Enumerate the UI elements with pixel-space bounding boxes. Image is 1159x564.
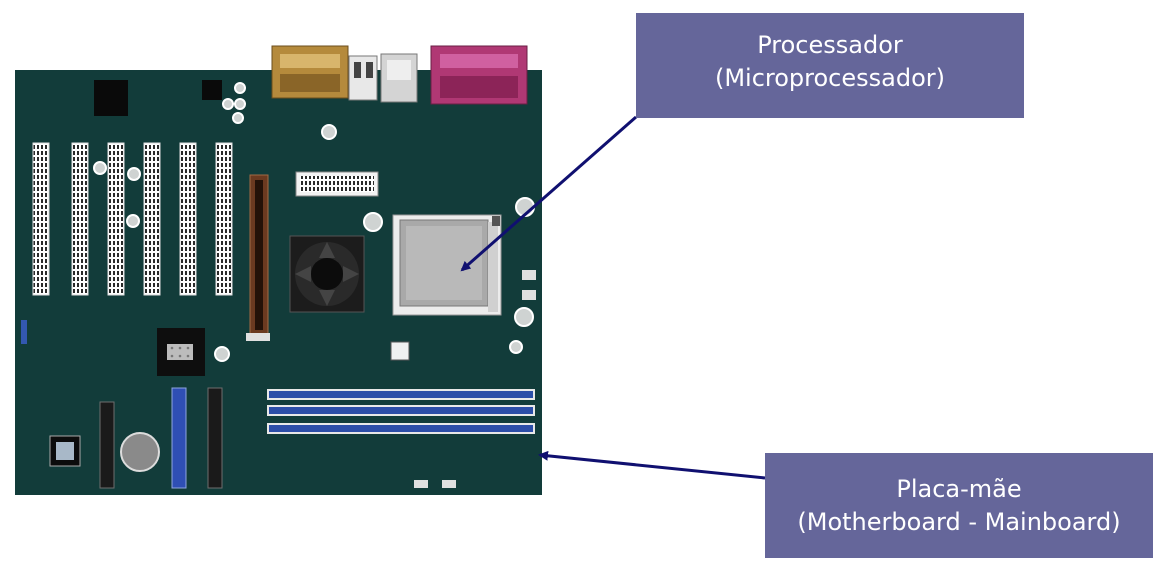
parallel-port [430,45,528,105]
floppy-connector [207,387,223,489]
jumper [522,270,536,280]
agp-slot [246,174,270,341]
lan-port [380,53,418,103]
processor-sublabel: (Microprocessador) [714,63,946,92]
ide-connector-blue [171,387,187,489]
fan-header [414,480,428,488]
ide-connector [99,401,115,489]
motherboard-arrow [538,450,766,480]
atx-power-connector [295,171,379,197]
cmos-battery [120,432,160,472]
cpu-socket [392,214,502,316]
motherboard-label: Placa-mãe [896,474,1022,503]
processor-label: Processador [757,30,903,59]
jumper [522,290,536,300]
small-chip [202,80,222,100]
dimm-slots [267,389,535,434]
usb-port [348,55,378,101]
pci-slots [32,142,233,296]
power-connector-4pin [390,341,410,361]
fan-header [442,480,456,488]
bios-chip [94,80,128,116]
motherboard-sublabel: (Motherboard - Mainboard) [797,507,1121,536]
motherboard-callout: Placa-mãe (Motherboard - Mainboard) [765,453,1153,558]
processor-arrow [460,115,637,272]
header-pins [21,320,27,344]
chipset-fan [289,235,365,313]
serial-port [271,45,349,99]
mounting-holes [93,82,535,362]
processor-callout: Processador (Microprocessador) [636,13,1024,118]
